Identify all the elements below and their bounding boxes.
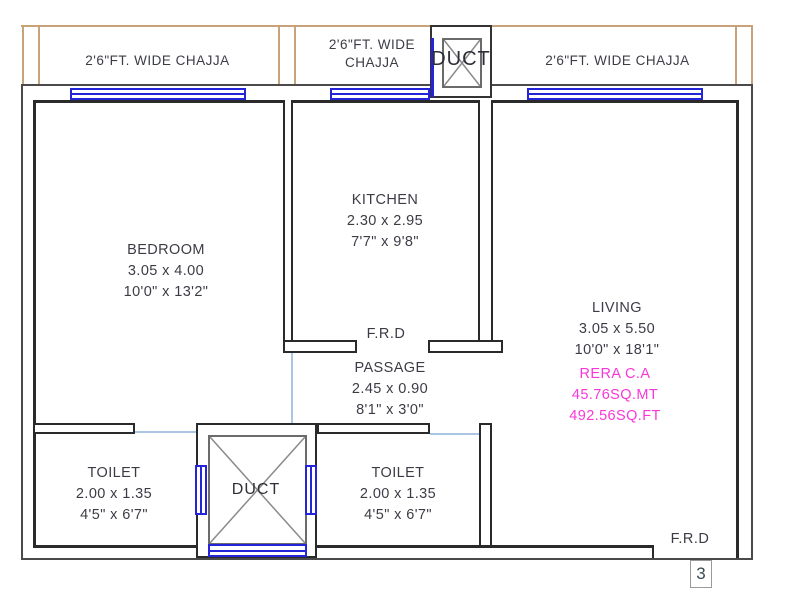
- passage-imperial: 8'1" x 3'0": [356, 402, 424, 418]
- kitchen-imperial: 7'7" x 9'8": [351, 234, 419, 250]
- bedroom-name: BEDROOM: [127, 242, 205, 258]
- wall-top-outer: [21, 84, 753, 86]
- kitchen-metric: 2.30 x 2.95: [346, 213, 424, 229]
- duct-top-cross-icon: [444, 40, 480, 86]
- window-living: [527, 88, 703, 100]
- wall-bottom-inner: [33, 545, 654, 548]
- duct-bottom-label: DUCT: [231, 481, 281, 498]
- duct-bottom-window-left-midline: [200, 467, 202, 513]
- passage-metric: 2.45 x 0.90: [351, 381, 429, 397]
- rera-line3: 492.56SQ.FT: [569, 408, 661, 424]
- toilet-right-imperial: 4'5" x 6'7": [364, 507, 432, 523]
- wall-toilet-right-living: [479, 423, 492, 547]
- duct-bottom-cross-icon: [210, 437, 305, 543]
- toilet-left-name: TOILET: [87, 465, 141, 481]
- wall-kitchen-living: [478, 100, 493, 340]
- wall-kitchen-bottom-right: [428, 340, 503, 353]
- bedroom-imperial: 10'0" x 13'2": [123, 284, 209, 300]
- duct-top-blue-edge: [431, 38, 434, 97]
- bedroom-label: BEDROOM 3.05 x 4.00 10'0" x 13'2": [66, 240, 266, 303]
- living-metric: 3.05 x 5.50: [578, 321, 656, 337]
- toilet-right-metric: 2.00 x 1.35: [359, 486, 437, 502]
- kitchen-name: KITCHEN: [351, 192, 419, 208]
- duct-bottom-window-right-midline: [310, 467, 312, 513]
- living-name: LIVING: [592, 300, 642, 316]
- toilet-left-label: TOILET 2.00 x 1.35 4'5" x 6'7": [14, 463, 214, 526]
- chajja-top-line: [21, 25, 753, 27]
- opening-toilet-right-door: [430, 433, 479, 435]
- toilet-right-label: TOILET 2.00 x 1.35 4'5" x 6'7": [298, 463, 498, 526]
- duct-bottom-window-right: [305, 465, 317, 515]
- opening-passage-bedroom: [291, 353, 293, 423]
- rera-line2: 45.76SQ.MT: [571, 387, 659, 403]
- window-bedroom: [70, 88, 246, 100]
- duct-top-label: DUCT: [431, 48, 491, 70]
- chajja-column-mid: [278, 25, 296, 86]
- passage-name: PASSAGE: [354, 360, 426, 376]
- living-label: LIVING 3.05 x 5.50 10'0" x 18'1": [517, 298, 717, 361]
- toilet-left-imperial: 4'5" x 6'7": [80, 507, 148, 523]
- chajja-label-mid-line2: CHAJJA: [344, 55, 399, 70]
- window-kitchen: [330, 88, 430, 100]
- sheet-number: 3: [696, 564, 706, 583]
- wall-bottom-outer: [21, 558, 753, 560]
- wall-toilet-left-top: [33, 423, 135, 434]
- duct-bottom-window-left: [195, 465, 207, 515]
- kitchen-frd-label: F.R.D: [366, 326, 406, 342]
- window-kitchen-midline: [332, 93, 428, 95]
- duct-bottom-strip-midline: [210, 550, 305, 552]
- kitchen-label: KITCHEN 2.30 x 2.95 7'7" x 9'8": [285, 190, 485, 253]
- duct-bottom-shaft: [208, 435, 307, 545]
- bedroom-metric: 3.05 x 4.00: [127, 263, 205, 279]
- opening-toilet-left-door: [135, 431, 196, 433]
- wall-bedroom-kitchen: [283, 100, 293, 353]
- chajja-label-left: 2'6"FT. WIDE CHAJJA: [85, 53, 230, 68]
- chajja-label-mid: 2'6"FT. WIDE CHAJJA: [308, 36, 436, 72]
- wall-left-inner: [33, 100, 36, 548]
- window-bedroom-midline: [72, 93, 244, 95]
- duct-top-shaft: [442, 38, 482, 88]
- sheet-number-box: 3: [690, 560, 712, 588]
- toilet-right-name: TOILET: [371, 465, 425, 481]
- entrance-jamb: [652, 545, 654, 558]
- toilet-left-metric: 2.00 x 1.35: [75, 486, 153, 502]
- living-imperial: 10'0" x 18'1": [574, 342, 660, 358]
- wall-top-inner: [33, 100, 739, 103]
- entrance-frd-label: F.R.D: [670, 531, 710, 547]
- wall-kitchen-bottom-left: [283, 340, 357, 353]
- wall-toilet-right-top: [317, 423, 430, 434]
- rera-line1: RERA C.A: [579, 366, 651, 382]
- chajja-label-mid-line1: 2'6"FT. WIDE: [328, 37, 416, 52]
- chajja-column-left: [22, 25, 40, 86]
- wall-left-outer: [21, 84, 23, 560]
- chajja-column-right: [735, 25, 753, 86]
- passage-label: PASSAGE 2.45 x 0.90 8'1" x 3'0": [290, 358, 490, 421]
- duct-bottom-strip: [208, 544, 307, 557]
- rera-area-note: RERA C.A 45.76SQ.MT 492.56SQ.FT: [515, 364, 715, 427]
- wall-right-outer: [751, 84, 753, 560]
- wall-right-inner: [736, 100, 739, 558]
- window-living-midline: [529, 93, 701, 95]
- chajja-label-right: 2'6"FT. WIDE CHAJJA: [545, 53, 690, 68]
